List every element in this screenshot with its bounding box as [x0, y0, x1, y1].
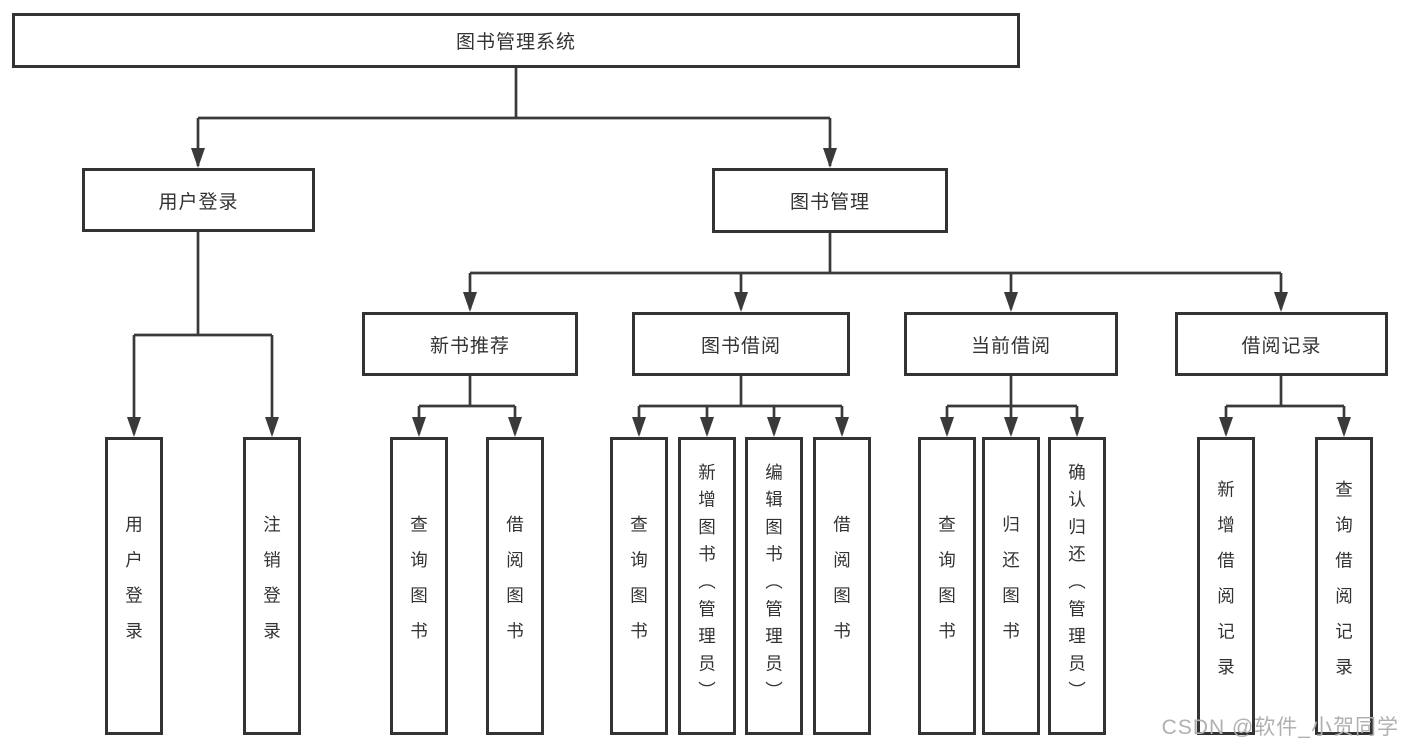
arrowhead-down-icon — [835, 417, 849, 437]
node-confirm-return-admin: 确认归还（管理员） — [1048, 437, 1106, 735]
arrowhead-down-icon — [191, 148, 205, 168]
arrowhead-down-icon — [700, 417, 714, 437]
node-user-login: 用户登录 — [82, 168, 315, 232]
node-label: 借阅图书 — [504, 515, 525, 657]
node-label: 图书借阅 — [700, 335, 781, 357]
arrowhead-down-icon — [127, 417, 141, 437]
node-label: 查询图书 — [936, 515, 957, 657]
node-label: 归还图书 — [1000, 515, 1021, 657]
node-label: 编辑图书（管理员） — [763, 463, 784, 709]
arrowhead-down-icon — [823, 148, 837, 168]
node-borrow-book-1: 借阅图书 — [486, 437, 544, 735]
arrowhead-down-icon — [463, 292, 477, 312]
node-label: 注销登录 — [261, 515, 282, 657]
node-label: 查询借阅记录 — [1333, 479, 1354, 693]
node-book-borrow: 图书借阅 — [632, 312, 850, 376]
node-label: 确认归还（管理员） — [1066, 463, 1087, 709]
watermark: CSDN @软件_小贺同学 — [1161, 716, 1399, 739]
node-label: 图书管理 — [789, 192, 870, 213]
node-label: 查询图书 — [628, 515, 649, 657]
node-label: 用户登录 — [158, 191, 239, 213]
node-label: 新增借阅记录 — [1215, 479, 1236, 693]
node-logout: 注销登录 — [243, 437, 301, 735]
node-query-books-1: 查询图书 — [390, 437, 448, 735]
arrowhead-down-icon — [265, 417, 279, 437]
node-current-borrow: 当前借阅 — [904, 312, 1118, 376]
node-return-book: 归还图书 — [982, 437, 1040, 735]
node-query-books-3: 查询图书 — [918, 437, 976, 735]
node-borrow-records: 借阅记录 — [1175, 312, 1388, 376]
arrowhead-down-icon — [940, 417, 954, 437]
arrowhead-down-icon — [508, 417, 522, 437]
node-label: 图书管理系统 — [455, 32, 576, 53]
node-login: 用户登录 — [105, 437, 163, 735]
node-label: 借阅记录 — [1241, 335, 1322, 357]
node-label: 当前借阅 — [970, 335, 1051, 357]
node-label: 新书推荐 — [429, 335, 510, 357]
arrowhead-down-icon — [412, 417, 426, 437]
node-add-book-admin: 新增图书（管理员） — [678, 437, 736, 735]
node-label: 借阅图书 — [831, 515, 852, 657]
node-borrow-book-2: 借阅图书 — [813, 437, 871, 735]
arrowhead-down-icon — [1070, 417, 1084, 437]
arrowhead-down-icon — [1219, 417, 1233, 437]
node-query-borrow-record: 查询借阅记录 — [1315, 437, 1373, 735]
arrowhead-down-icon — [1004, 417, 1018, 437]
node-root: 图书管理系统 — [12, 13, 1020, 68]
arrowhead-down-icon — [767, 417, 781, 437]
node-query-books-2: 查询图书 — [610, 437, 668, 735]
node-add-borrow-record: 新增借阅记录 — [1197, 437, 1255, 735]
arrowhead-down-icon — [1004, 292, 1018, 312]
node-label: 新增图书（管理员） — [696, 463, 717, 709]
node-book-mgmt: 图书管理 — [712, 168, 948, 233]
arrowhead-down-icon — [632, 417, 646, 437]
node-new-book-rec: 新书推荐 — [362, 312, 578, 376]
node-label: 查询图书 — [408, 515, 429, 657]
arrowhead-down-icon — [1274, 292, 1288, 312]
node-edit-book-admin: 编辑图书（管理员） — [745, 437, 803, 735]
node-label: 用户登录 — [123, 515, 144, 657]
arrowhead-down-icon — [734, 292, 748, 312]
arrowhead-down-icon — [1337, 417, 1351, 437]
